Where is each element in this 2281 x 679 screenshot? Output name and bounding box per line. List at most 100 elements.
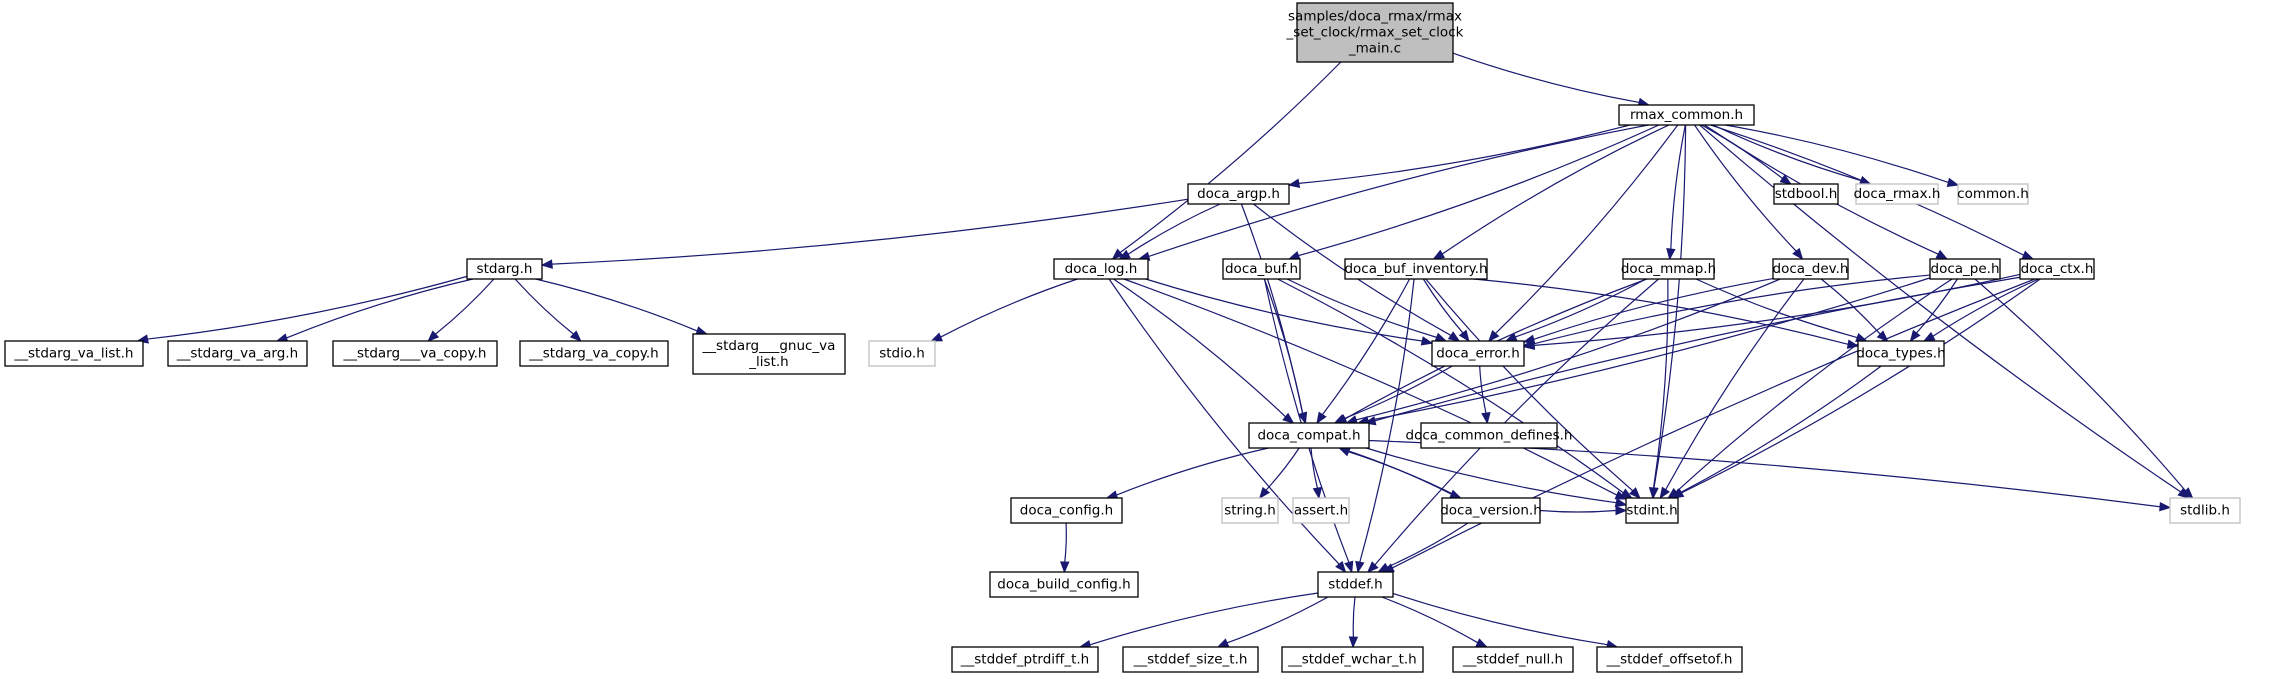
node-stdarg-va-list[interactable]: __stdarg_va_list.h (4, 340, 144, 367)
edge-doca_log-to-doca_error (1145, 278, 1434, 346)
node-label: doca_build_config.h (997, 577, 1130, 593)
edge-line (1277, 278, 1624, 494)
edge-doca_version-to-doca_compat (1338, 447, 1461, 499)
edge-doca_dev-to-doca_types (1820, 278, 1889, 342)
node-label: doca_ctx.h (2021, 261, 2094, 277)
node-box (1772, 258, 1849, 280)
node-label: __stdarg_va_list.h (14, 346, 134, 362)
edge-line (1365, 447, 1617, 504)
node-doca-config[interactable]: doca_config.h (1010, 497, 1123, 524)
node-doca-types[interactable]: doca_types.h (1856, 340, 1946, 367)
node-doca-buf[interactable]: doca_buf.h (1222, 258, 1301, 280)
node-box (1292, 497, 1350, 524)
edge-rmax_common-to-doca_argp (1287, 124, 1630, 188)
node-doca-log[interactable]: doca_log.h (1053, 258, 1149, 280)
edge-doca_buf-to-doca_error (1286, 278, 1448, 342)
node-doca-dev[interactable]: doca_dev.h (1772, 258, 1849, 280)
arrowhead-icon (427, 330, 440, 342)
node-box (1857, 340, 1945, 367)
arrowhead-icon (1259, 486, 1271, 500)
node-label: __stddef_wchar_t.h (1287, 652, 1417, 668)
node-label: stddef.h (1328, 577, 1382, 593)
edge-rmax_common-to-doca_buf (1287, 124, 1660, 260)
node-stddef-null[interactable]: __stddef_null.h (1452, 646, 1574, 673)
node-stdarg-va-arg[interactable]: __stdarg_va_arg.h (167, 340, 308, 367)
edge-doca_argp-to-doca_log (1118, 203, 1221, 260)
edge-stdarg-to-stdarg_gnuc_va_list (535, 278, 709, 336)
arrowhead-icon (1488, 329, 1500, 343)
edge-line (1113, 278, 1286, 418)
edge-line (1392, 592, 1608, 646)
edge-doca_buf_inventory-to-doca_error (1422, 278, 1470, 343)
edge-line (1374, 278, 1659, 566)
node-doca-compat[interactable]: doca_compat.h (1248, 422, 1370, 449)
node-stdarg-gnuc-va-list[interactable]: __stdarg___gnuc_va_list.h (692, 333, 846, 375)
node-label: stdbool.h (1775, 186, 1838, 202)
edge-line (1699, 124, 2181, 493)
node-label: __stddef_offsetof.h (1606, 652, 1733, 668)
node-stddef-offsetof[interactable]: __stddef_offsetof.h (1596, 646, 1743, 673)
node-doca-mmap[interactable]: doca_mmap.h (1621, 258, 1716, 280)
edge-root-to-rmax_common (1452, 52, 1651, 107)
node-doca-build-config[interactable]: doca_build_config.h (989, 571, 1139, 598)
edge-doca_dev-to-stdint (1659, 278, 1805, 500)
node-doca-version[interactable]: doca_version.h (1440, 497, 1542, 524)
node-stddef[interactable]: stddef.h (1317, 571, 1394, 598)
edge-line (1675, 278, 1953, 493)
edge-doca_types-to-stdint (1670, 365, 1882, 499)
node-stdint[interactable]: stdint.h (1625, 497, 1679, 524)
arrowhead-icon (1614, 497, 1628, 508)
node-doca-pe[interactable]: doca_pe.h (1929, 258, 2001, 280)
node-doca-ctx[interactable]: doca_ctx.h (2019, 258, 2095, 280)
arrowhead-icon (1648, 487, 1659, 500)
edge-doca_buf_inventory-to-doca_compat (1316, 278, 1411, 425)
node-box (1420, 422, 1558, 449)
node-box (4, 340, 144, 367)
arrowhead-icon (1615, 505, 1628, 516)
edge-line (1321, 278, 1411, 415)
node-stdbool[interactable]: stdbool.h (1773, 183, 1839, 205)
node-label: doca_compat.h (1257, 428, 1360, 444)
arrowhead-icon (1316, 411, 1327, 425)
node-doca-argp[interactable]: doca_argp.h (1187, 183, 1290, 205)
node-label: doca_buf.h (1225, 261, 1298, 277)
edge-doca_error-to-doca_common_defines (1479, 365, 1491, 425)
node-stdarg-va-copy[interactable]: __stdarg_va_copy.h (519, 340, 669, 367)
node-box (167, 340, 308, 367)
edge-line (1367, 277, 1931, 422)
edge-stddef-to-stddef_size_t (1216, 596, 1329, 648)
arrowhead-icon (1876, 330, 1889, 342)
edge-doca_compat-to-assert (1310, 447, 1323, 500)
edge-rmax_common-to-doca_buf_inventory (1432, 124, 1670, 260)
arrowhead-icon (1629, 487, 1641, 499)
edge-line (1127, 203, 1221, 255)
node-label: doca_dev.h (1773, 261, 1849, 277)
edge-doca_buf-to-stdint (1277, 278, 1633, 499)
node-label: doca_buf_inventory.h (1344, 261, 1487, 277)
arrowhead-icon (1855, 332, 1868, 342)
arrowhead-icon (2181, 487, 2194, 499)
node-rmax-common[interactable]: rmax_common.h (1618, 104, 1755, 126)
edge-doca_log-to-doca_compat (1113, 278, 1295, 424)
node-box (1622, 258, 1715, 280)
node-doca-buf-inventory[interactable]: doca_buf_inventory.h (1344, 258, 1488, 280)
edge-stdarg-to-stdarg_va_list (136, 275, 468, 344)
edge-doca_argp-to-stdarg (540, 198, 1189, 269)
node-stddef-size-t[interactable]: __stddef_size_t.h (1122, 646, 1259, 673)
arrowhead-icon (1475, 638, 1488, 648)
node-stddef-wchar-t[interactable]: __stddef_wchar_t.h (1281, 646, 1424, 673)
node-doca-error[interactable]: doca_error.h (1431, 340, 1525, 367)
edge-doca_buf_inventory-to-stddef (1355, 278, 1415, 574)
arrowhead-icon (1946, 177, 1960, 187)
node-stdarg[interactable]: stdarg.h (466, 258, 543, 280)
edge-line (514, 278, 574, 335)
arrowhead-icon (1432, 249, 1446, 260)
node-box (1344, 258, 1488, 280)
node-doca-common-defines[interactable]: doca_common_defines.h (1406, 422, 1573, 449)
edge-doca_compat-to-doca_version (1339, 447, 1462, 499)
node-box (989, 571, 1139, 598)
node-stddef-ptrdiff-t[interactable]: __stddef_ptrdiff_t.h (951, 646, 1099, 673)
node-stdarg---va-copy[interactable]: __stdarg___va_copy.h (332, 340, 498, 367)
node-doca-rmax: doca_rmax.h (1854, 183, 1940, 205)
arrowhead-icon (1909, 329, 1921, 343)
